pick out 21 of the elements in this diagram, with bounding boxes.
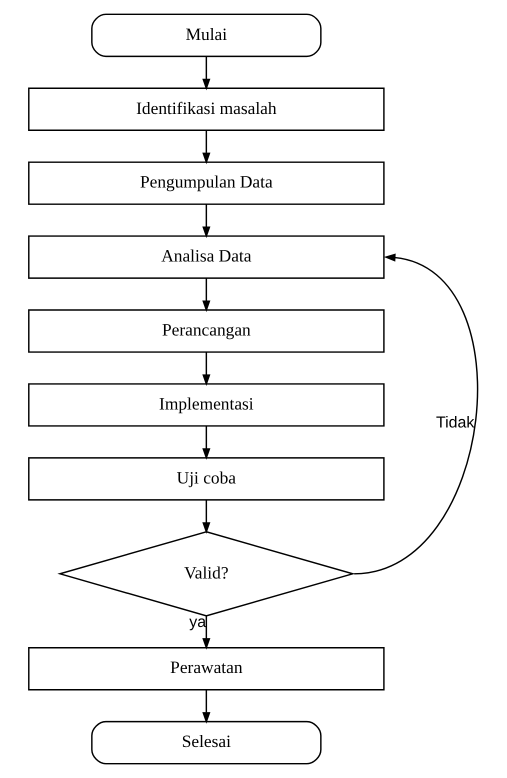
node-diamond: Valid? [57, 531, 356, 617]
edge-label: Tidak [436, 414, 474, 432]
arrow [202, 278, 210, 312]
arrow [202, 426, 210, 460]
arrow [202, 352, 210, 386]
arrow [202, 690, 210, 724]
arrow [202, 130, 210, 164]
node-box: Pengumpulan Data [28, 161, 385, 205]
arrow [202, 204, 210, 238]
node-box: Analisa Data [28, 235, 385, 279]
node-box: Mulai [91, 14, 322, 58]
node-box: Perancangan [28, 309, 385, 353]
arrow [202, 56, 210, 90]
arrow [354, 254, 478, 575]
node-box: Implementasi [28, 383, 385, 427]
node-box: Perawatan [28, 647, 385, 690]
node-box: Uji coba [28, 457, 385, 501]
arrow [202, 616, 210, 650]
arrow [202, 500, 210, 534]
node-box: Identifikasi masalah [28, 88, 385, 131]
node-box: Selesai [91, 720, 322, 764]
